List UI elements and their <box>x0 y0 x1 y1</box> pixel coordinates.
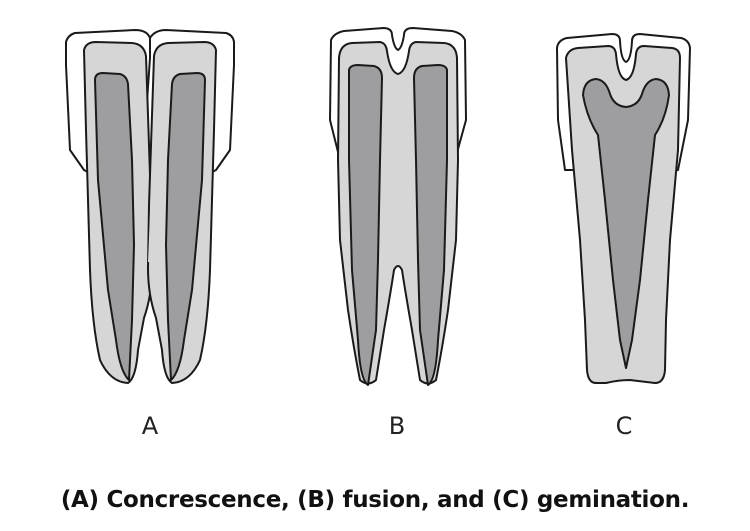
tooth-a-concrescence <box>65 29 235 384</box>
tooth-b-pulp-right <box>413 64 448 386</box>
tooth-c-pulp <box>582 78 670 369</box>
tooth-a-cementum-bridge <box>148 212 152 262</box>
tooth-a-pulp-right <box>165 72 206 381</box>
tooth-b-pulp-left <box>348 64 383 386</box>
tooth-a-pulp-left <box>94 72 135 381</box>
panel-label-c: C <box>616 412 633 440</box>
tooth-c-gemination <box>556 33 691 384</box>
panel-label-b: B <box>389 412 405 440</box>
tooth-b-fusion <box>329 27 467 386</box>
figure-caption: (A) Concrescence, (B) fusion, and (C) ge… <box>60 487 690 513</box>
panel-label-a: A <box>142 412 159 440</box>
